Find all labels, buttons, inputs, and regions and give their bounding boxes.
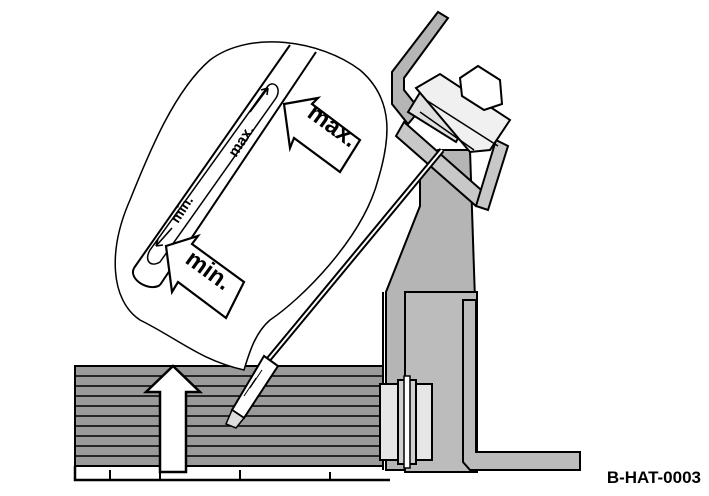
housing-bracket xyxy=(379,149,581,473)
sump-body xyxy=(73,365,390,482)
reference-code: B-HAT-0003 xyxy=(606,468,701,487)
dipstick-cap xyxy=(406,64,512,154)
min-pointer-icon xyxy=(164,233,246,320)
max-mark-icon xyxy=(249,87,269,113)
max-pointer-icon xyxy=(282,96,362,174)
min-mark-icon xyxy=(155,227,173,247)
dipstick-tube xyxy=(391,10,510,212)
up-arrow-icon xyxy=(142,364,204,474)
magnifier-bubble xyxy=(114,41,388,371)
dipstick-rod xyxy=(225,148,445,429)
magnified-dipstick xyxy=(132,44,317,288)
